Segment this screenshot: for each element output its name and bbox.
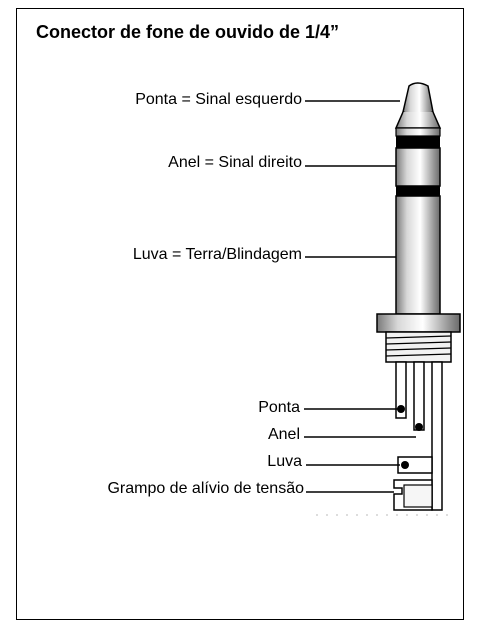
label-strain-relief: Grampo de alívio de tensão xyxy=(107,480,304,497)
label-tip-signal: Ponta = Sinal esquerdo xyxy=(135,91,302,108)
insulator-band-2 xyxy=(396,186,440,196)
label-ring-terminal: Anel xyxy=(267,426,300,443)
diagram-title: Conector de fone de ouvido de 1/4” xyxy=(36,22,340,42)
plug-ring xyxy=(395,147,441,187)
sleeve-terminal-lug xyxy=(431,361,443,511)
ring-terminal-lug xyxy=(413,361,425,431)
plug-collar xyxy=(376,313,461,333)
ring-solder-point xyxy=(415,423,423,431)
tip-solder-point xyxy=(397,405,405,413)
plug-sleeve xyxy=(395,195,441,315)
label-sleeve-terminal: Luva xyxy=(267,453,302,470)
diagram-frame xyxy=(16,8,464,620)
label-tip-terminal: Ponta xyxy=(258,399,300,416)
tip-terminal-lug xyxy=(395,361,407,419)
label-ring-signal: Anel = Sinal direito xyxy=(168,154,302,171)
label-sleeve-ground: Luva = Terra/Blindagem xyxy=(132,246,302,263)
insulator-band-1 xyxy=(396,136,440,148)
plug-tip xyxy=(402,82,434,116)
